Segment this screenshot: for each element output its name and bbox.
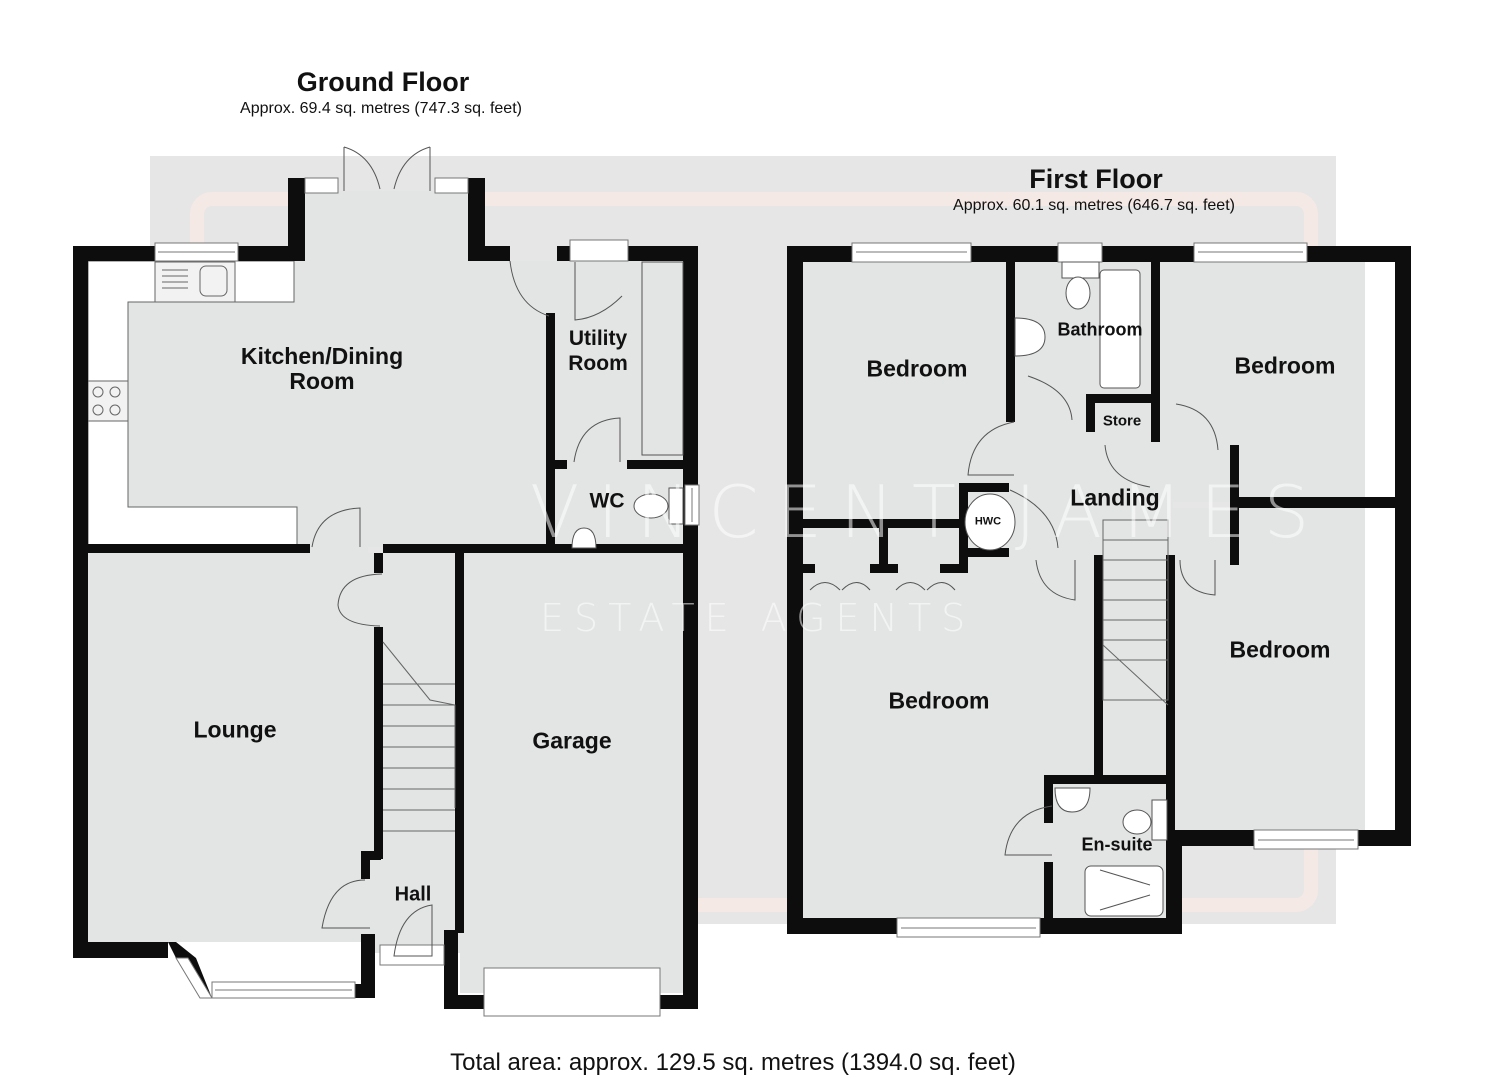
ground-floor-walls xyxy=(73,178,698,1009)
kitchen-worktop xyxy=(87,260,298,548)
room-label-landing: Landing xyxy=(1070,484,1160,511)
room-label-garage: Garage xyxy=(532,727,612,754)
sink-icon xyxy=(162,265,228,297)
utility-label-line1: Utility xyxy=(568,327,628,350)
first-floor-fixtures xyxy=(964,261,1168,917)
room-label-utility: Utility Room xyxy=(568,326,628,376)
kitchen-label-line1: Kitchen/Dining xyxy=(240,343,404,369)
room-label-wc: WC xyxy=(589,489,625,513)
wc-fixtures xyxy=(571,261,684,549)
kitchen-label-line2: Room xyxy=(289,368,355,394)
ground-floor-doors xyxy=(311,146,623,957)
room-label-bedroom-main: Bedroom xyxy=(888,687,990,714)
total-area: Total area: approx. 129.5 sq. metres (13… xyxy=(450,1049,1016,1076)
hob-icon xyxy=(92,386,121,416)
room-label-bedroom-top-left: Bedroom xyxy=(866,355,968,382)
first-floor-walls xyxy=(787,246,1411,934)
room-label-hwc: HWC xyxy=(974,515,1002,528)
watermark-line2: ESTATE AGENTS xyxy=(540,596,976,640)
utility-label-line2: Room xyxy=(568,352,628,375)
room-label-kitchen: Kitchen/Dining Room xyxy=(241,344,403,394)
watermark-line1: VINCENT JAMES xyxy=(530,470,1328,554)
ground-floor-area: Approx. 69.4 sq. metres (747.3 sq. feet) xyxy=(240,100,522,117)
room-label-hall: Hall xyxy=(394,883,432,906)
room-label-bedroom-right: Bedroom xyxy=(1229,636,1331,663)
room-label-bathroom: Bathroom xyxy=(1057,319,1143,340)
room-label-store: Store xyxy=(1102,412,1142,430)
ground-floor-fills xyxy=(88,191,683,993)
first-floor-area: Approx. 60.1 sq. metres (646.7 sq. feet) xyxy=(953,197,1235,214)
first-floor-stairs xyxy=(1102,519,1169,706)
first-floor-title: First Floor xyxy=(1029,164,1163,194)
first-floor-doors xyxy=(809,375,1219,856)
ground-floor-stairs xyxy=(382,641,456,832)
first-floor-fills xyxy=(803,262,1395,917)
first-floor-windows xyxy=(851,242,1359,938)
ground-floor-windows xyxy=(154,177,700,1017)
first-floor-right-white xyxy=(1365,262,1395,830)
room-label-ensuite: En-suite xyxy=(1081,834,1153,855)
room-label-bedroom-top-right: Bedroom xyxy=(1234,352,1336,379)
ground-floor-title: Ground Floor xyxy=(296,67,470,97)
room-label-lounge: Lounge xyxy=(193,716,277,743)
